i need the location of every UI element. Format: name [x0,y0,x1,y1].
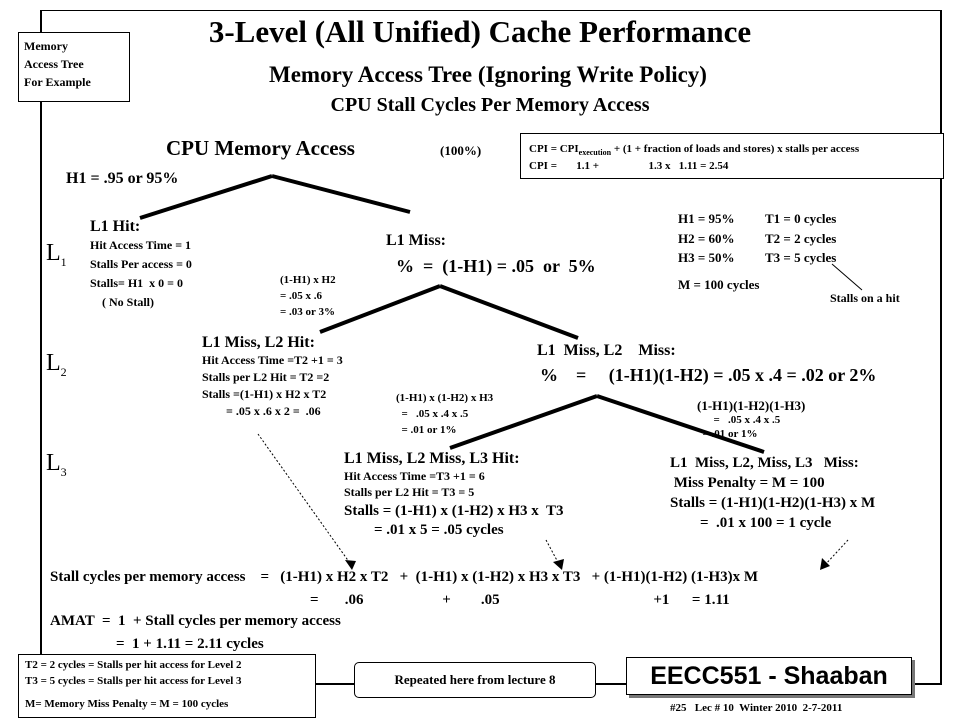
footer-note-line: T2 = 2 cycles = Stalls per hit access fo… [25,659,242,671]
branch-root-miss [271,174,411,214]
pointer-l3miss-stalls [823,539,849,567]
corner-note-line: For Example [24,75,91,89]
root-node-percent: (100%) [440,143,482,158]
l1-hit-line: ( No Stall) [90,295,154,309]
l3-hit-line: Stalls per L2 Hit = T3 = 5 [344,485,475,499]
footer-note-line: M= Memory Miss Penalty = M = 100 cycles [25,698,229,710]
corner-note: Memory Access Tree For Example [18,32,130,102]
hit-times: T1 = 0 cycles T2 = 2 cycles T3 = 5 cycle… [765,209,836,268]
level-label-l3: L3 [46,450,67,479]
h1-rate: H1 = .95 or 95% [66,170,179,187]
calc-line: (1-H1)(1-H2)(1-H3) [697,398,806,413]
stalls-on-hit-pointer [831,263,863,291]
hit-rates: H1 = 95% H2 = 60% H3 = 50% [678,209,735,268]
page-subtitle: Memory Access Tree (Ignoring Write Polic… [269,62,707,87]
calc-line: = .05 x .4 x .5 [396,408,469,420]
l2-miss-title: L1 Miss, L2 Miss: [537,342,676,359]
miss-penalty: M = 100 cycles [678,277,760,292]
calc-line: = .05 x .6 [280,290,323,302]
stalls-on-hit-note: Stalls on a hit [830,291,900,305]
l3-miss-calc: (1-H1)(1-H2)(1-H3) = .05 x .4 x .5 = .01… [697,399,805,441]
hit-rate-line: H3 = 50% [678,250,735,265]
branch-l1miss-l2miss [439,284,579,340]
page-title: 3-Level (All Unified) Cache Performance [208,14,752,49]
calc-line: = .01 or 1% [396,424,457,436]
l2-hit-calc: (1-H1) x H2 = .05 x .6 = .03 or 3% [280,272,336,320]
corner-note-line: Access Tree [24,57,84,71]
cpi-formula-box: CPI = CPIexecution + (1 + fraction of lo… [520,133,944,179]
l3-hit-title: L1 Miss, L2 Miss, L3 Hit: [344,450,520,467]
footer-note: T2 = 2 cycles = Stalls per hit access fo… [18,654,316,718]
stall-cycles-formula: Stall cycles per memory access = (1-H1) … [50,569,759,585]
course-badge: EECC551 - Shaaban [626,657,912,695]
branch-l2miss-l3hit [449,394,598,450]
l3-miss-title: L1 Miss, L2, Miss, L3 Miss: [670,455,859,471]
l2-hit-line: = .05 x .6 x 2 = .06 [202,404,321,418]
amat-value: = 1 + 1.11 = 2.11 cycles [116,636,264,652]
branch-root-hit [139,174,273,220]
cpi-formula-rest: + (1 + fraction of loads and stores) x s… [611,143,860,155]
hit-rate-line: H2 = 60% [678,230,735,246]
course-title: EECC551 - Shaaban [650,662,888,690]
l3-miss-stalls-result: = .01 x 100 = 1 cycle [670,515,832,531]
l2-hit-line: Hit Access Time =T2 +1 = 3 [202,353,343,367]
hit-time-line: T2 = 2 cycles [765,230,837,246]
l2-miss-percent: % = (1-H1)(1-H2) = .05 x .4 = .02 or 2% [540,365,877,385]
calc-line: (1-H1) x H2 [280,274,336,286]
repeated-note-text: Repeated here from lecture 8 [394,672,556,687]
l2-hit-line: Stalls per L2 Hit = T2 =2 [202,370,330,384]
arrowhead-l3hit [553,559,564,570]
l3-hit-stalls-result: = .01 x 5 = .05 cycles [344,522,504,538]
arrowhead-l2 [345,560,356,570]
l2-hit-node: L1 Miss, L2 Hit: Hit Access Time =T2 +1 … [202,334,343,420]
l1-hit-node: L1 Hit: Hit Access Time = 1 Stalls Per a… [90,218,192,312]
page-subtitle-2: CPU Stall Cycles Per Memory Access [330,94,650,116]
l3-hit-calc: (1-H1) x (1-H2) x H3 = .05 x .4 x .5 = .… [396,390,493,438]
level-label-l1: L1 [46,240,67,269]
l2-hit-line: Stalls =(1-H1) x H2 x T2 [202,387,327,401]
corner-note-line: Memory [24,39,68,53]
root-node-label: CPU Memory Access [166,136,355,160]
hit-time-line: T1 = 0 cycles [765,211,837,226]
l1-hit-line: Hit Access Time = 1 [90,238,192,252]
calc-line: (1-H1) x (1-H2) x H3 [396,392,494,404]
cpi-calculation: CPI = 1.1 + 1.3 x 1.11 = 2.54 [529,160,729,172]
l1-miss-title: L1 Miss: [386,232,446,249]
amat-formula: AMAT = 1 + Stall cycles per memory acces… [50,613,341,629]
hit-rate-line: H1 = 95% [678,211,735,226]
calc-line: = .03 or 3% [280,306,335,318]
cpi-formula-prefix: CPI = CPI [529,143,579,155]
l1-hit-line: Stalls= H1 x 0 = 0 [90,276,184,290]
l3-miss-stalls: Stalls = (1-H1)(1-H2)(1-H3) x M [670,495,876,511]
l1-hit-line: Stalls Per access = 0 [90,257,192,271]
level-label-l2: L2 [46,350,67,379]
l1-hit-title: L1 Hit: [90,218,141,235]
l1-miss-percent: % = (1-H1) = .05 or 5% [396,256,596,276]
arrowhead-l3miss [820,558,830,570]
l3-hit-stalls: Stalls = (1-H1) x (1-H2) x H3 x T3 [344,503,564,519]
lecture-footer: #25 Lec # 10 Winter 2010 2-7-2011 [670,702,843,714]
l3-hit-line: Hit Access Time =T3 +1 = 6 [344,469,485,483]
hit-time-line: T3 = 5 cycles [765,250,837,265]
l3-hit-node: L1 Miss, L2 Miss, L3 Hit: Hit Access Tim… [344,450,564,539]
cpi-formula-sub: execution [578,148,612,158]
l3-miss-penalty: Miss Penalty = M = 100 [670,475,825,491]
repeated-note: Repeated here from lecture 8 [354,662,596,698]
l3-miss-node: L1 Miss, L2, Miss, L3 Miss: Miss Penalty… [670,455,875,532]
calc-line: = .05 x .4 x .5 [697,414,781,426]
calc-line: = .01 or 1% [697,428,758,440]
l2-hit-title: L1 Miss, L2 Hit: [202,334,315,351]
footer-note-line: T3 = 5 cycles = Stalls per hit access fo… [25,675,242,687]
branch-l2miss-l3miss [596,394,765,454]
stall-cycles-value: = .06 + .05 +1 = 1.11 [310,592,730,608]
pointer-l2-stalls [257,433,353,567]
branch-l1miss-l2hit [319,284,441,334]
